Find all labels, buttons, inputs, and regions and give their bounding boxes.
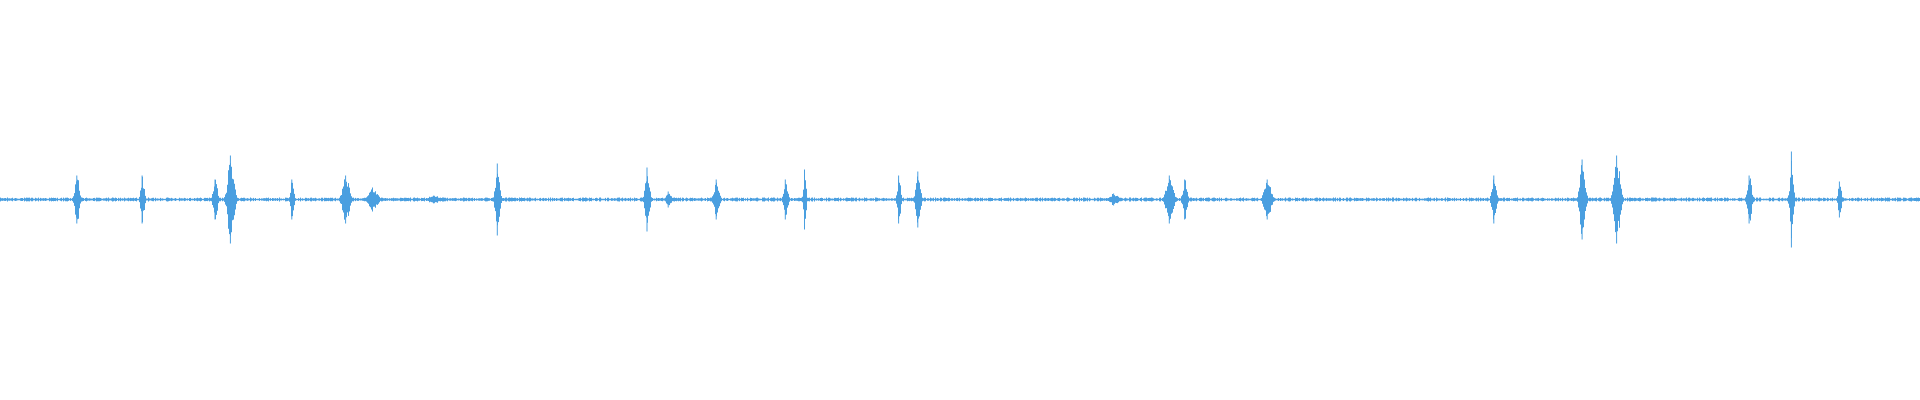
- waveform-trace: [0, 160, 1920, 239]
- waveform-samples: [0, 151, 1920, 248]
